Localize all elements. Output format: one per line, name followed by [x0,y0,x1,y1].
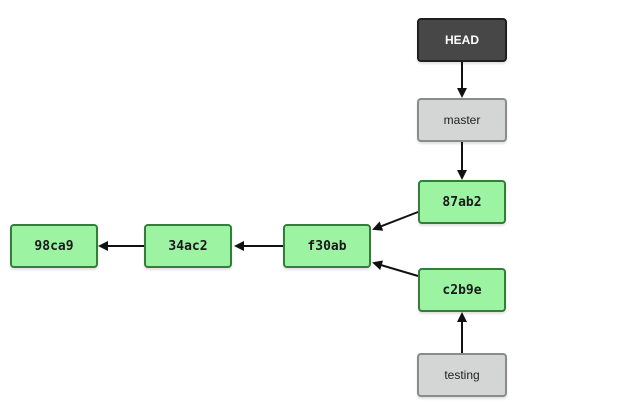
commit-f30ab: f30ab [283,224,371,268]
head-pointer: HEAD [417,18,507,62]
branch-testing: testing [417,353,507,397]
commit-98ca9: 98ca9 [10,224,98,268]
edge-87ab2-to-f30ab [372,211,419,231]
commit-34ac2: 34ac2 [144,224,232,268]
edge-c2b9e-to-f30ab [372,260,419,277]
commit-c2b9e: c2b9e [418,268,506,312]
commit-87ab2: 87ab2 [418,180,506,224]
branch-master: master [417,98,507,142]
